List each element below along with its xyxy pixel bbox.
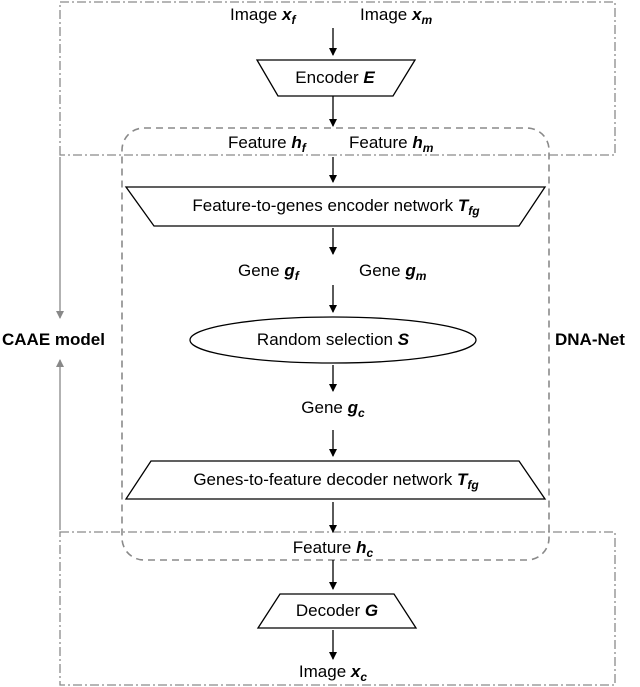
encoder-label: Encoder E <box>295 68 375 87</box>
feature-hc-label: Feature hc <box>292 538 374 560</box>
caae-bottom-frame <box>59 531 616 686</box>
encoder-shape <box>255 59 417 97</box>
image-xf-label: Image xf <box>230 5 296 27</box>
f2g-label: Feature-to-genes encoder network Tfg <box>192 196 480 218</box>
feature-hf-label: Feature hf <box>228 133 306 155</box>
random-selection-shape <box>189 316 477 364</box>
gene-gc-label: Gene gc <box>301 398 365 420</box>
gene-gf-label: Gene gf <box>238 261 299 283</box>
g2f-label: Genes-to-feature decoder network Tfg <box>193 470 479 492</box>
f2g-shape <box>124 186 547 227</box>
decoder-shape <box>256 593 418 629</box>
g2f-shape <box>124 460 547 500</box>
caae-top-frame <box>59 1 616 156</box>
feature-hm-label: Feature hm <box>349 133 434 155</box>
gene-gm-label: Gene gm <box>359 261 427 283</box>
caae-model-label: CAAE model <box>2 330 105 349</box>
image-xc-label: Image xc <box>298 662 368 684</box>
random-selection-label: Random selection S <box>256 330 410 349</box>
decoder-label: Decoder G <box>295 601 379 620</box>
dna-net-label: DNA-Net <box>555 330 625 349</box>
image-xm-label: Image xm <box>360 5 433 27</box>
